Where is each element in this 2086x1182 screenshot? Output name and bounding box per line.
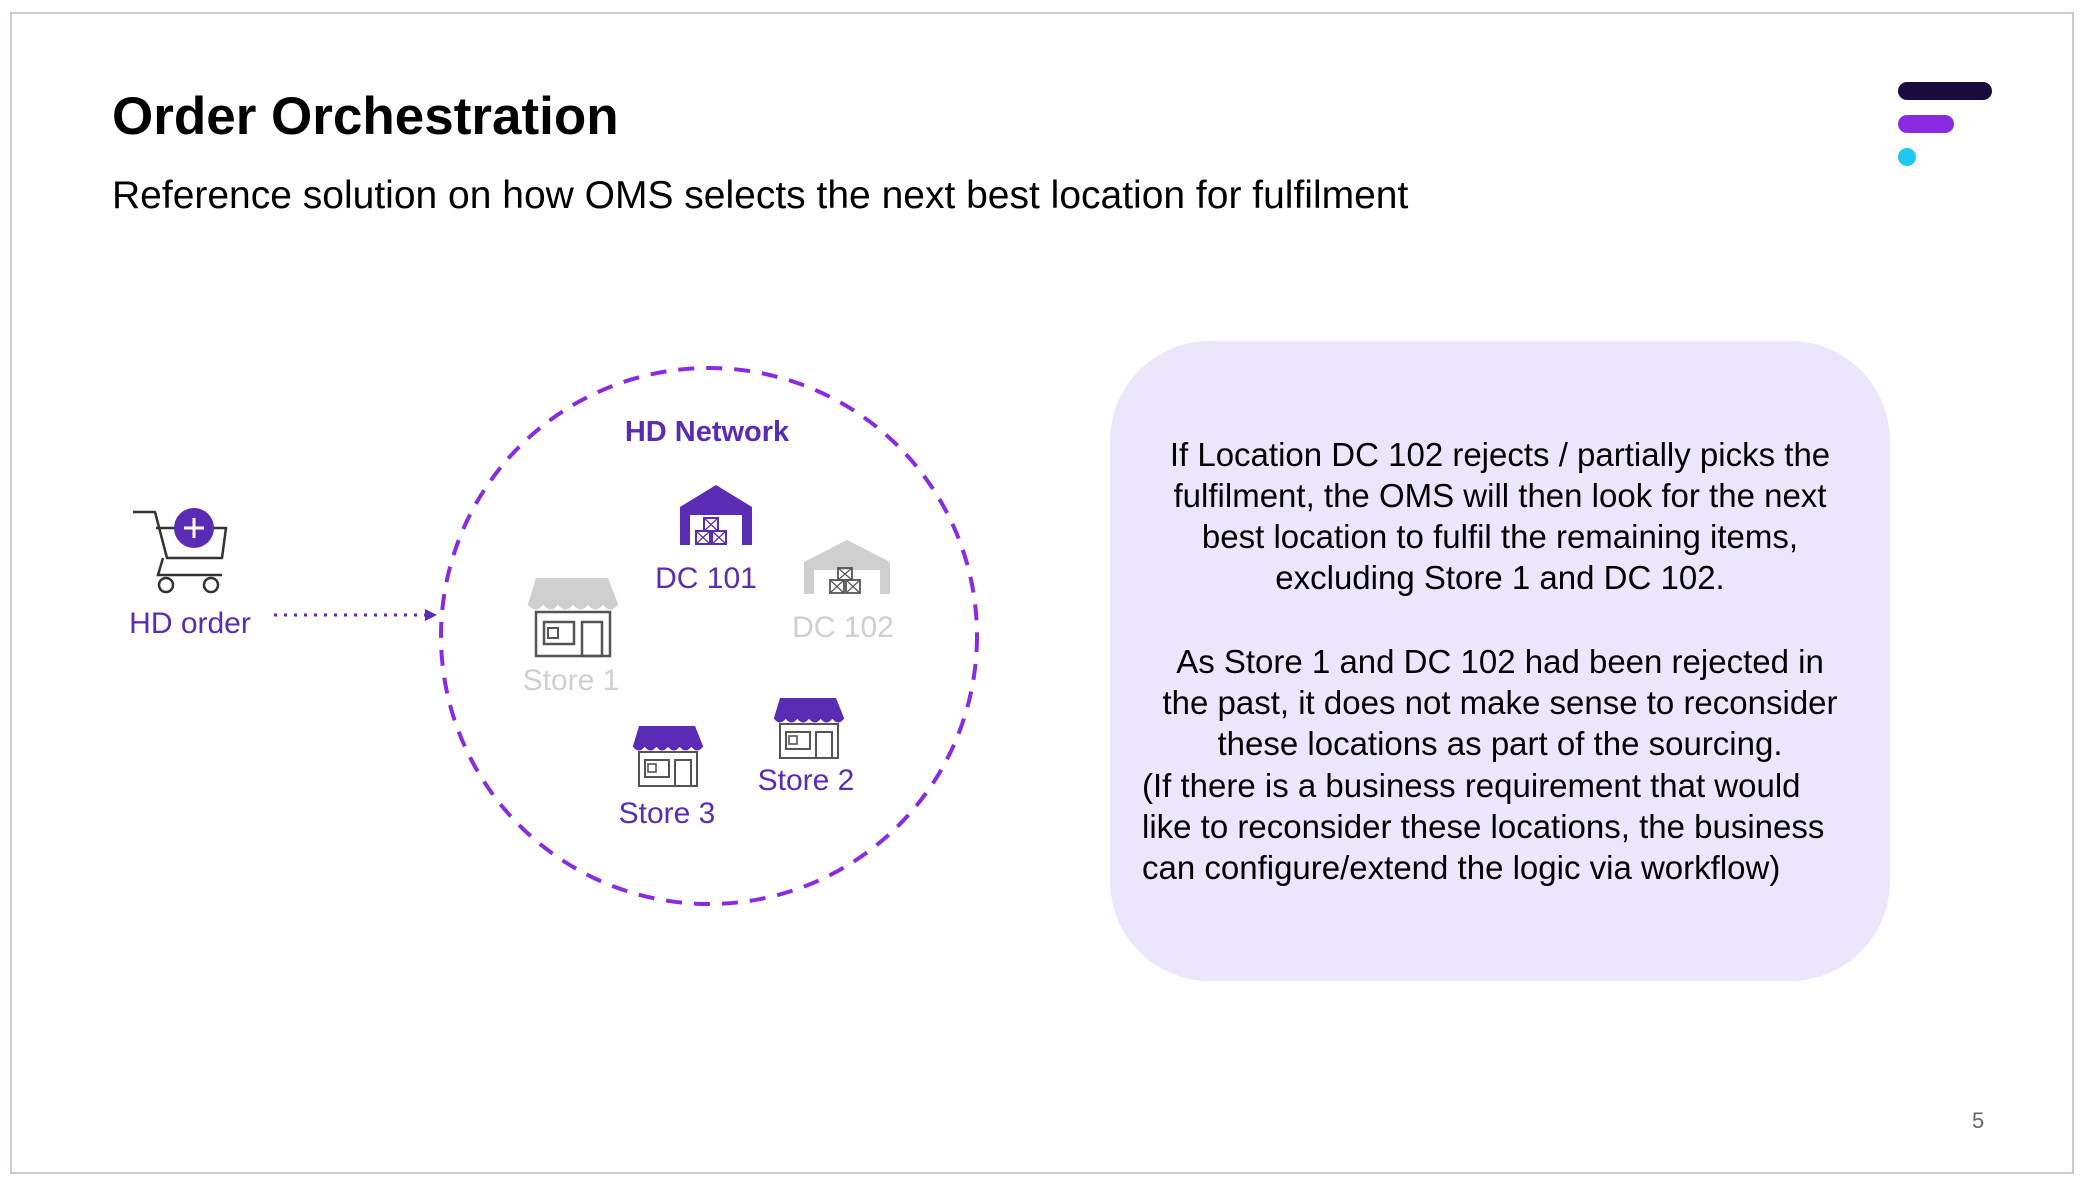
store-1-icon — [527, 578, 619, 658]
explanation-line: these locations as part of the sourcing. — [1217, 725, 1783, 762]
hd-order-label: HD order — [129, 607, 251, 640]
plus-badge-icon — [174, 508, 214, 548]
logo-bar-middle — [1898, 115, 1954, 133]
store-3-label: Store 3 — [618, 797, 716, 830]
network-boundary-circle — [439, 366, 979, 906]
explanation-paragraph-2: As Store 1 and DC 102 had been rejected … — [1140, 641, 1860, 764]
explanation-line: best location to fulfil the remaining it… — [1201, 518, 1799, 555]
explanation-line: like to reconsider these locations, the … — [1142, 808, 1825, 845]
dc-102-label: DC 102 — [792, 611, 894, 644]
explanation-paragraph-1: If Location DC 102 rejects / partially p… — [1140, 434, 1860, 598]
store-1-label: Store 1 — [522, 664, 620, 697]
explanation-panel: If Location DC 102 rejects / partially p… — [1110, 341, 1890, 981]
explanation-line: As Store 1 and DC 102 had been rejected … — [1176, 643, 1824, 680]
explanation-line: If Location DC 102 rejects / partially p… — [1169, 436, 1831, 473]
explanation-line: can configure/extend the logic via workf… — [1142, 849, 1781, 886]
dc-101-label: DC 101 — [655, 562, 757, 595]
dc-101-warehouse-icon — [680, 485, 752, 545]
store-2-icon — [773, 698, 845, 759]
store-2-label: Store 2 — [757, 764, 855, 797]
hd-network-label: HD Network — [624, 416, 790, 448]
explanation-line: excluding Store 1 and DC 102. — [1275, 559, 1725, 596]
explanation-line: (If there is a business requirement that… — [1142, 767, 1801, 804]
logo-dot — [1898, 148, 1916, 166]
logo-bar-top — [1898, 82, 1992, 100]
page-title: Order Orchestration — [112, 87, 619, 146]
shopping-cart-icon — [133, 510, 228, 594]
brand-logo — [1898, 82, 1992, 166]
dc-102-warehouse-icon — [804, 540, 890, 594]
store-3-icon — [632, 726, 704, 787]
page-number: 5 — [1972, 1108, 1985, 1133]
page-subtitle: Reference solution on how OMS selects th… — [112, 174, 1409, 217]
explanation-line: the past, it does not make sense to reco… — [1162, 684, 1838, 721]
explanation-paragraph-3: (If there is a business requirement that… — [1142, 765, 1860, 888]
explanation-line: fulfilment, the OMS will then look for t… — [1173, 477, 1827, 514]
